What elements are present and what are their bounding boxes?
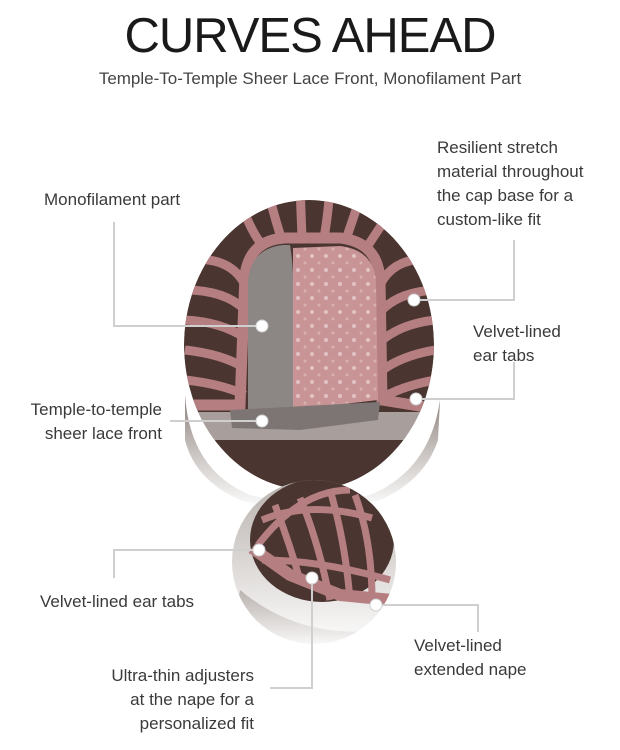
marker-nape	[369, 598, 383, 612]
marker-resilient	[407, 293, 421, 307]
label-velvet-nape: Velvet-lined extended nape	[414, 636, 527, 679]
monofilament-panel	[248, 245, 294, 410]
marker-ear-tabs-bottom	[252, 543, 266, 557]
label-resilient-stretch: Resilient stretch material throughout th…	[437, 138, 584, 229]
label-monofilament-part: Monofilament part	[44, 190, 181, 209]
label-velvet-ear-tabs-bottom: Velvet-lined ear tabs	[40, 592, 195, 611]
leader-resilient	[414, 240, 515, 301]
label-temple-lace-front: Temple-to-temple sheer lace front	[30, 400, 162, 443]
page-title: CURVES AHEAD	[124, 9, 496, 63]
marker-ultra-thin	[305, 571, 319, 585]
leader-nape	[376, 604, 479, 632]
marker-monofilament	[255, 319, 269, 333]
leader-ear-tabs-bottom	[113, 549, 258, 578]
callout-markers	[252, 293, 423, 612]
page-subtitle: Temple-To-Temple Sheer Lace Front, Monof…	[98, 69, 522, 88]
leader-lines	[113, 222, 515, 689]
marker-lace	[255, 414, 269, 428]
label-velvet-ear-tabs-top: Velvet-lined ear tabs	[473, 322, 561, 365]
bottom-cap-image	[232, 480, 396, 644]
label-ultra-thin-adjusters: Ultra-thin adjusters at the nape for a p…	[111, 666, 254, 733]
leader-monofilament	[113, 222, 262, 327]
marker-ear-tabs-top	[409, 392, 423, 406]
leader-ultra-thin	[270, 578, 313, 689]
top-cap-image	[184, 200, 440, 510]
leader-ear-tabs-top	[416, 362, 515, 400]
